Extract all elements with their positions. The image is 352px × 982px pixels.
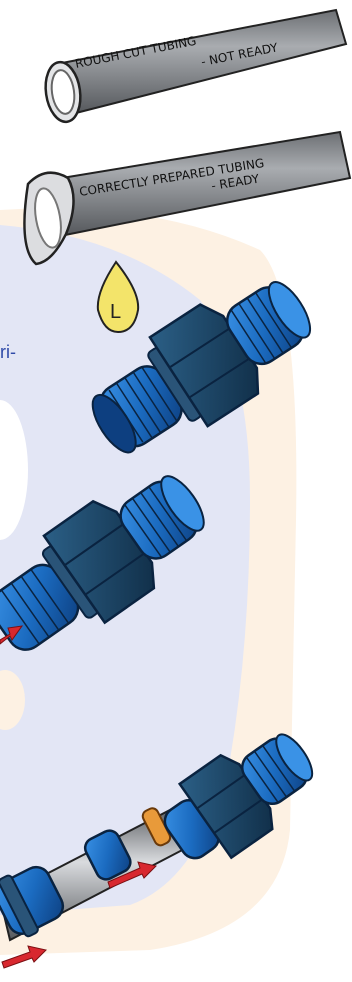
text-fragment: ri- — [0, 342, 16, 362]
rough-cut-tube: ROUGH CUT TUBING - NOT READY — [42, 10, 346, 124]
lubricant-drop-label: L — [110, 301, 121, 323]
